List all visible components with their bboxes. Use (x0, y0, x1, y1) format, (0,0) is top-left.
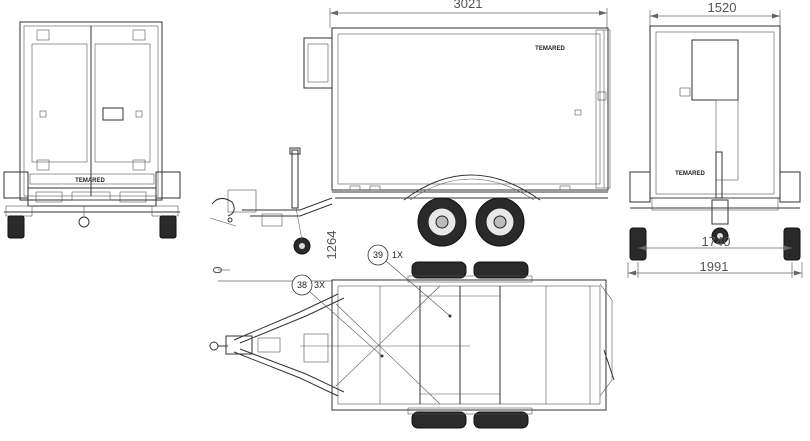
front-left-wheel (629, 227, 647, 261)
callout-38-bubble (291, 274, 313, 296)
callout-39-number: 39 (373, 250, 383, 260)
height-origin-label: 0 (210, 266, 225, 273)
overall-width-dimension: 1991 (700, 259, 729, 274)
side-view-brand: TEMARED (535, 46, 565, 52)
rear-left-wheel (7, 215, 25, 239)
width-dimension: 1520 (708, 0, 737, 15)
rear-right-wheel (159, 215, 177, 239)
track-dimension: 1740 (702, 234, 731, 249)
callout-38-qty: 3X (314, 280, 325, 290)
top-right-front-wheel (411, 411, 467, 429)
top-left-front-wheel (411, 261, 467, 279)
rear-view: TEMARED (3, 21, 181, 239)
callout-39-qty: 1X (392, 250, 403, 260)
front-view-brand: TEMARED (675, 171, 705, 177)
callout-39-bubble (367, 244, 389, 266)
rear-view-brand: TEMARED (75, 178, 105, 184)
front-view: 1520 TEMARED 1740 1991 (627, 0, 803, 278)
callout-38-number: 38 (297, 280, 307, 290)
top-right-rear-wheel (473, 411, 529, 429)
height-dimension: 1264 (324, 231, 339, 260)
front-right-wheel (783, 227, 801, 261)
length-dimension: 3021 (454, 0, 483, 11)
top-view: 39 1X 38 3X (209, 244, 615, 429)
side-view: 3021 TEMARED (209, 0, 611, 274)
top-left-rear-wheel (473, 261, 529, 279)
